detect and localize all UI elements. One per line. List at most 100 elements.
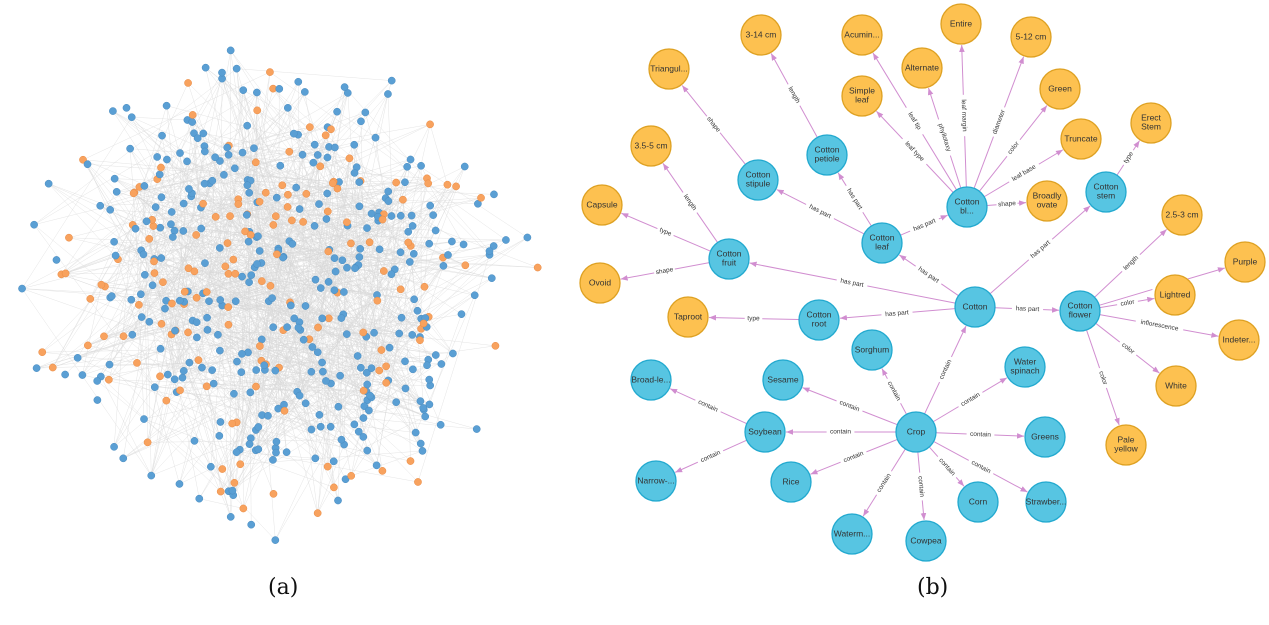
overview-entity-node[interactable] bbox=[334, 402, 343, 411]
overview-entity-node[interactable] bbox=[167, 220, 175, 229]
overview-attribute-node[interactable] bbox=[330, 483, 338, 492]
entity-node-cotton[interactable]: Cotton bbox=[954, 286, 996, 328]
overview-entity-node[interactable] bbox=[416, 439, 425, 448]
overview-entity-node[interactable] bbox=[246, 388, 255, 397]
overview-entity-node[interactable] bbox=[363, 224, 371, 232]
overview-entity-node[interactable] bbox=[333, 107, 341, 116]
overview-attribute-node[interactable] bbox=[180, 287, 189, 296]
overview-entity-node[interactable] bbox=[301, 302, 310, 310]
entity-node-crop[interactable]: Crop bbox=[895, 411, 937, 453]
overview-attribute-node[interactable] bbox=[396, 285, 405, 294]
edge-crop-greens[interactable]: contain bbox=[935, 429, 1025, 440]
overview-entity-node[interactable] bbox=[162, 101, 171, 110]
overview-entity-node[interactable] bbox=[200, 147, 209, 156]
overview-entity-node[interactable] bbox=[207, 462, 215, 471]
attribute-node-triangul[interactable]: Triangul... bbox=[648, 48, 690, 90]
attribute-node-d512[interactable]: 5-12 cm bbox=[1010, 16, 1052, 58]
overview-entity-node[interactable] bbox=[216, 296, 225, 304]
overview-entity-node[interactable] bbox=[337, 314, 346, 322]
overview-entity-node[interactable] bbox=[211, 153, 219, 162]
overview-entity-node[interactable] bbox=[106, 205, 115, 214]
edge-blade-d512[interactable]: diameter bbox=[973, 56, 1025, 189]
edge-root-taproot[interactable]: type bbox=[708, 314, 800, 323]
overview-attribute-node[interactable] bbox=[194, 356, 203, 364]
entity-node-waterm[interactable]: Waterm... bbox=[831, 513, 873, 555]
overview-entity-node[interactable] bbox=[334, 496, 342, 505]
overview-attribute-node[interactable] bbox=[168, 299, 176, 308]
overview-attribute-node[interactable] bbox=[211, 212, 220, 221]
attribute-node-capsule[interactable]: Capsule bbox=[581, 184, 623, 226]
edge-crop-corn[interactable]: contain bbox=[928, 446, 965, 487]
overview-attribute-node[interactable] bbox=[533, 263, 542, 272]
overview-attribute-node[interactable] bbox=[333, 184, 342, 193]
overview-entity-node[interactable] bbox=[315, 200, 323, 208]
edge-stipule-triangul[interactable]: shape bbox=[681, 85, 746, 165]
overview-attribute-node[interactable] bbox=[129, 189, 138, 198]
overview-entity-node[interactable] bbox=[294, 77, 303, 86]
overview-entity-node[interactable] bbox=[282, 448, 291, 457]
overview-attribute-node[interactable] bbox=[230, 478, 239, 487]
edge-crop-cowpea[interactable]: contain bbox=[915, 451, 927, 521]
overview-entity-node[interactable] bbox=[161, 304, 169, 313]
overview-attribute-node[interactable] bbox=[426, 120, 434, 129]
overview-attribute-node[interactable] bbox=[150, 269, 159, 277]
overview-entity-node[interactable] bbox=[460, 162, 469, 171]
overview-entity-node[interactable] bbox=[367, 364, 376, 372]
edge-crop-sesame[interactable]: contain bbox=[802, 387, 898, 426]
attribute-node-indeter[interactable]: Indeter... bbox=[1218, 319, 1260, 361]
attribute-node-white[interactable]: White bbox=[1155, 365, 1197, 407]
overview-entity-node[interactable] bbox=[195, 494, 204, 503]
overview-attribute-node[interactable] bbox=[452, 182, 460, 191]
overview-attribute-node[interactable] bbox=[266, 281, 275, 290]
overview-entity-node[interactable] bbox=[444, 251, 452, 259]
overview-entity-node[interactable] bbox=[153, 153, 162, 161]
overview-entity-node[interactable] bbox=[226, 46, 235, 55]
overview-attribute-node[interactable] bbox=[392, 178, 400, 187]
overview-entity-node[interactable] bbox=[122, 103, 131, 112]
overview-attribute-node[interactable] bbox=[299, 218, 307, 226]
edge-stem-erectstem[interactable]: type bbox=[1116, 140, 1140, 176]
overview-entity-node[interactable] bbox=[242, 211, 251, 219]
entity-node-soybean[interactable]: Soybean bbox=[744, 411, 786, 453]
overview-entity-node[interactable] bbox=[316, 284, 325, 292]
overview-entity-node[interactable] bbox=[300, 88, 309, 96]
overview-attribute-node[interactable] bbox=[65, 233, 73, 242]
overview-entity-node[interactable] bbox=[269, 323, 278, 332]
overview-entity-node[interactable] bbox=[52, 256, 61, 264]
overview-entity-node[interactable] bbox=[502, 236, 510, 244]
overview-attribute-node[interactable] bbox=[377, 346, 386, 354]
entity-node-sesame[interactable]: Sesame bbox=[762, 359, 804, 401]
edge-leaf-blade[interactable]: has part bbox=[900, 214, 948, 236]
overview-attribute-node[interactable] bbox=[157, 163, 165, 172]
edge-crop-cotton[interactable]: contain bbox=[924, 325, 967, 415]
overview-entity-node[interactable] bbox=[203, 326, 212, 334]
overview-entity-node[interactable] bbox=[401, 357, 409, 366]
overview-entity-node[interactable] bbox=[183, 157, 191, 166]
overview-entity-node[interactable] bbox=[416, 397, 425, 406]
overview-attribute-node[interactable] bbox=[226, 212, 234, 220]
overview-entity-node[interactable] bbox=[232, 448, 241, 457]
overview-entity-node[interactable] bbox=[271, 366, 280, 375]
entity-node-cowpea[interactable]: Cowpea bbox=[905, 520, 947, 562]
overview-entity-node[interactable] bbox=[226, 513, 235, 521]
overview-entity-node[interactable] bbox=[126, 144, 134, 153]
overview-entity-node[interactable] bbox=[523, 233, 532, 242]
overview-entity-node[interactable] bbox=[409, 249, 418, 258]
overview-attribute-node[interactable] bbox=[104, 375, 113, 384]
overview-entity-node[interactable] bbox=[308, 343, 317, 351]
overview-entity-node[interactable] bbox=[238, 350, 246, 358]
overview-entity-node[interactable] bbox=[245, 188, 254, 197]
edge-flower-white[interactable]: color bbox=[1095, 322, 1160, 374]
overview-entity-node[interactable] bbox=[197, 224, 206, 233]
overview-entity-node[interactable] bbox=[387, 212, 396, 220]
overview-attribute-node[interactable] bbox=[84, 341, 92, 350]
edge-blade-broadlyovate[interactable]: shape bbox=[986, 199, 1027, 209]
overview-entity-node[interactable] bbox=[167, 208, 176, 216]
overview-attribute-node[interactable] bbox=[382, 362, 390, 371]
attribute-node-l314[interactable]: 3-14 cm bbox=[740, 14, 782, 56]
overview-entity-node[interactable] bbox=[292, 183, 301, 192]
overview-attribute-node[interactable] bbox=[382, 378, 391, 387]
